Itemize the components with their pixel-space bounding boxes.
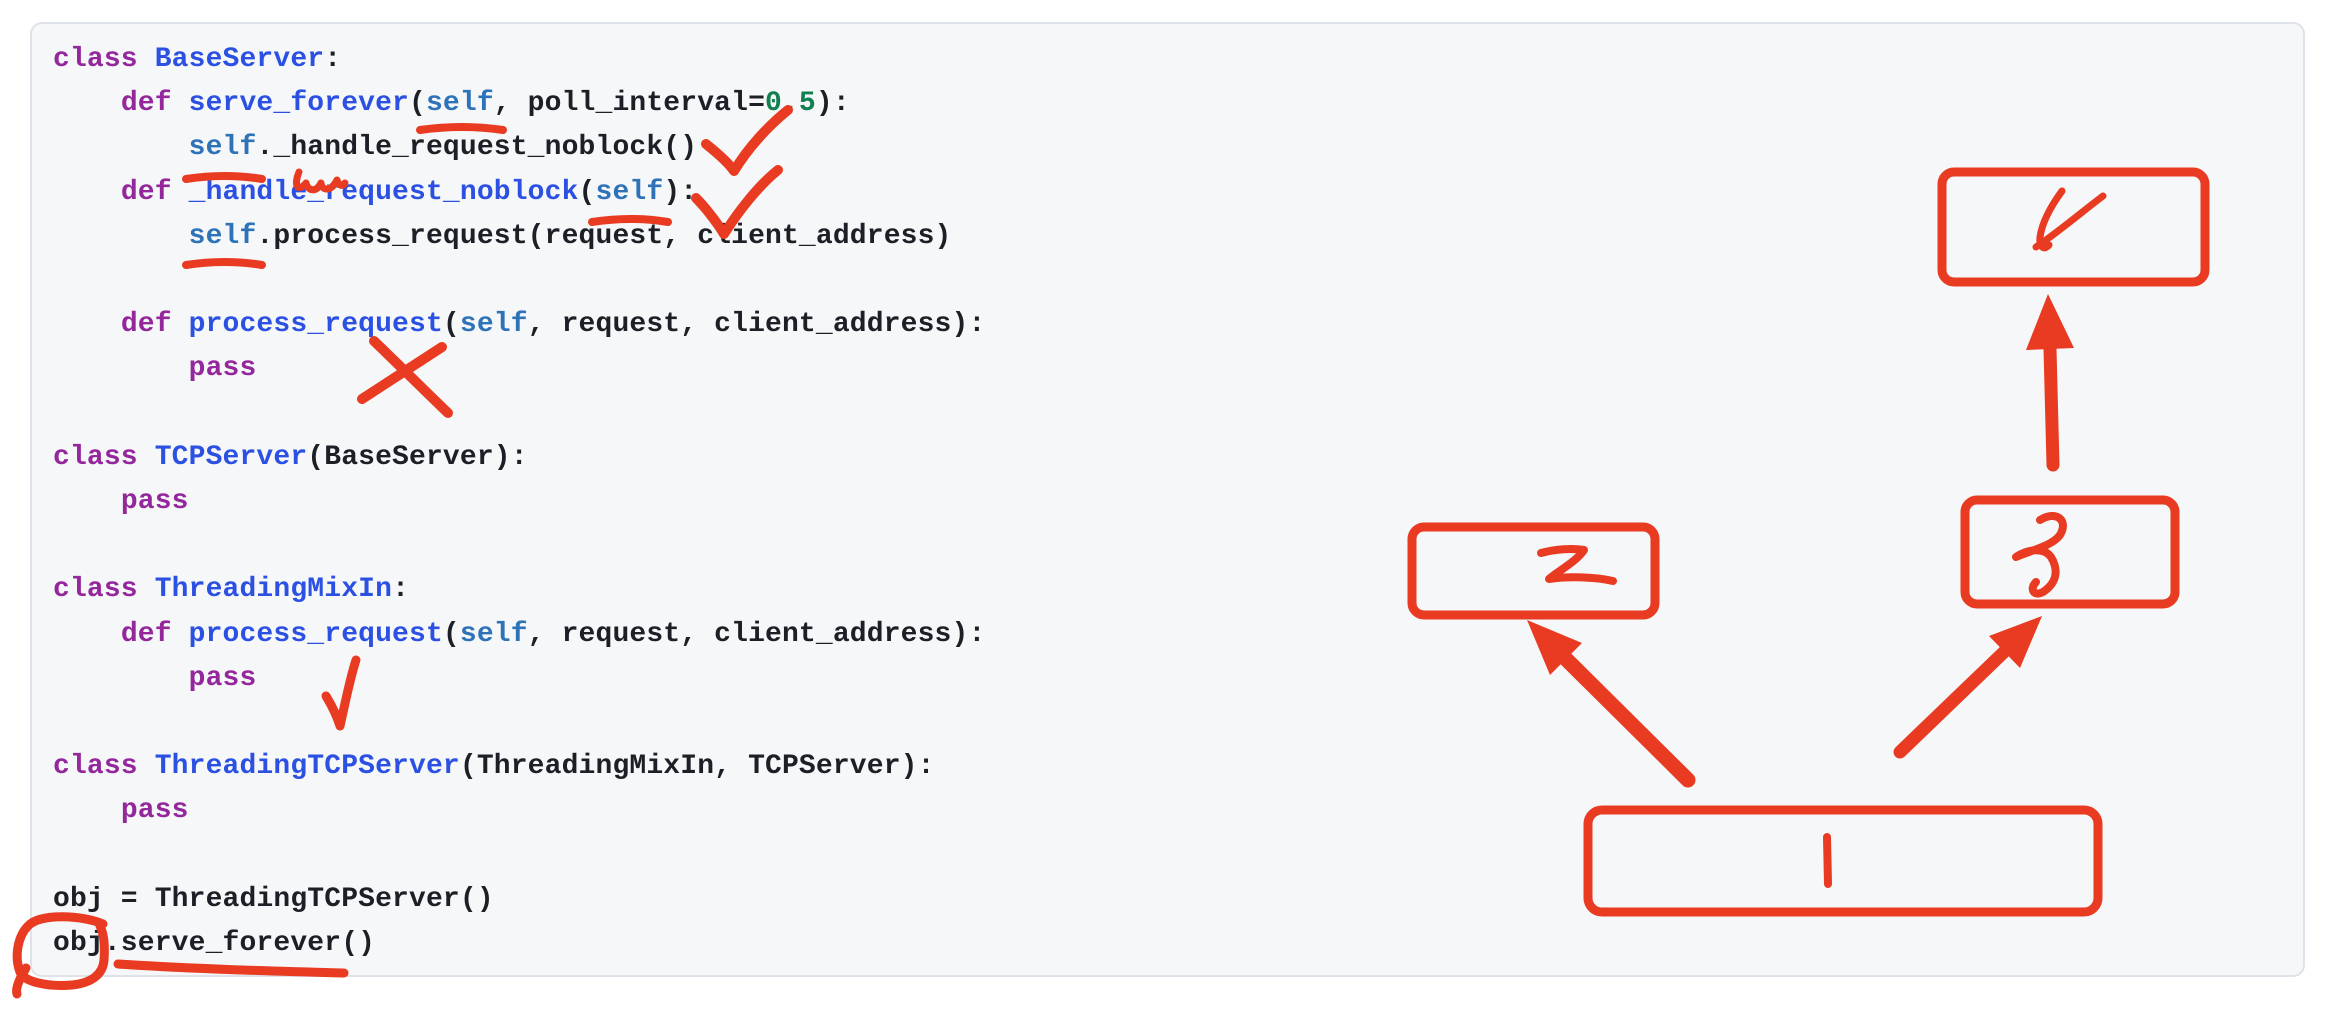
code-block: class BaseServer: def serve_forever(self…: [53, 44, 986, 960]
